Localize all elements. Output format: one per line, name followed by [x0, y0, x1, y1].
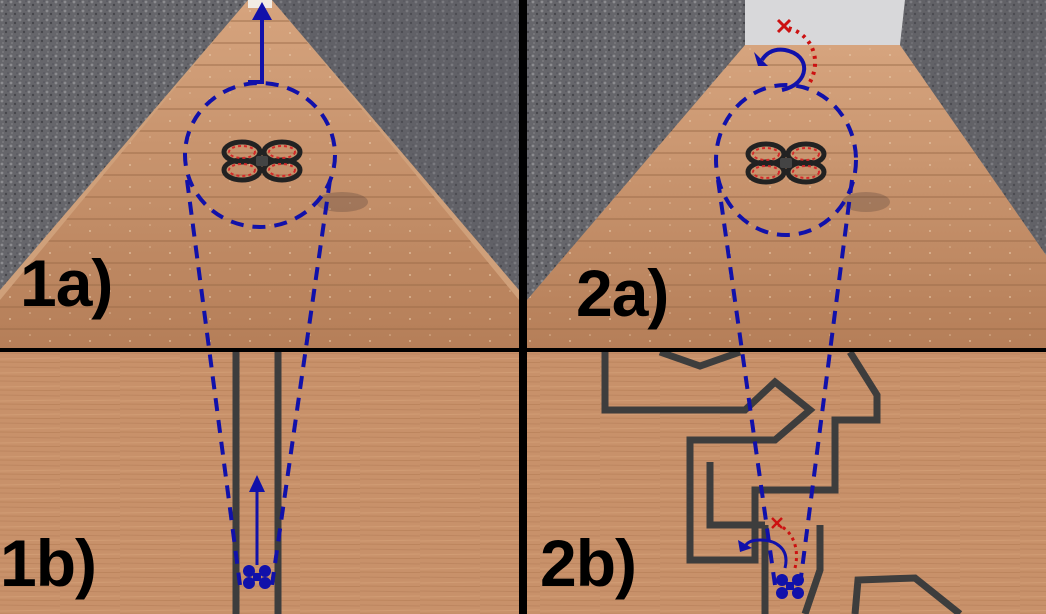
panel-label-1a: 1a) — [20, 250, 112, 316]
panel-label-1b: 1b) — [0, 530, 96, 596]
far-background-2a — [745, 0, 905, 45]
panel-label-2b: 2b) — [540, 530, 636, 596]
horizontal-divider — [0, 348, 1046, 352]
drone-shadow-1a — [316, 192, 368, 212]
vertical-divider — [519, 0, 527, 614]
panel-label-2a: 2a) — [576, 260, 668, 326]
